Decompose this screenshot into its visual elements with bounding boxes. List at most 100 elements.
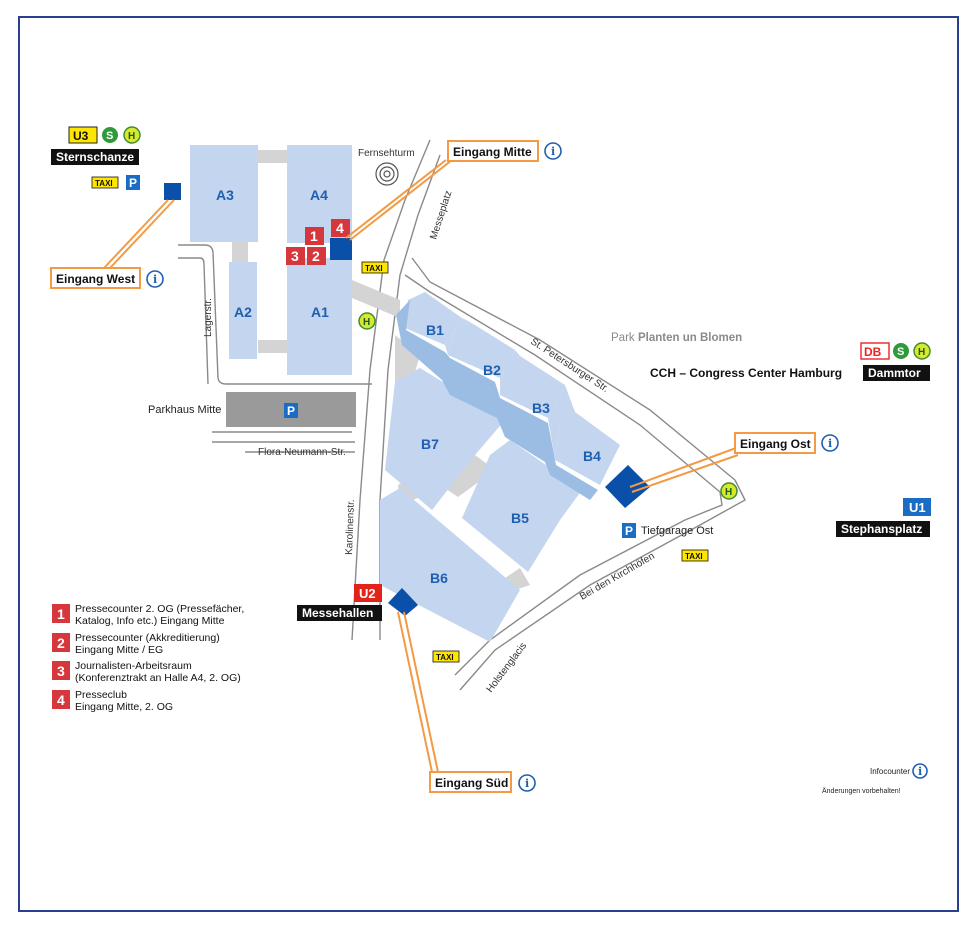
station-sternschanze: U3 S H Sternschanze — [51, 126, 141, 165]
park-name: Planten un Blomen — [638, 332, 742, 344]
entrance-ost-label: Eingang Ost — [740, 437, 811, 451]
hall-a1 — [287, 258, 352, 375]
svg-text:4: 4 — [57, 692, 65, 708]
entrance-callouts: Eingang Mitte i Eingang West i Eingang O… — [50, 140, 839, 793]
svg-text:S: S — [106, 130, 113, 142]
entrance-sued-label: Eingang Süd — [435, 776, 508, 790]
street-karolinenstr: Karolinenstr. — [344, 499, 357, 555]
svg-text:H: H — [918, 347, 925, 358]
messehallen-label: Messehallen — [302, 606, 373, 620]
entrance-ost-block — [605, 465, 650, 508]
footer-notes: Infocounter i Änderungen vorbehalten! — [822, 763, 928, 795]
hall-a2 — [229, 262, 257, 359]
station-messehallen: U2 Messehallen — [297, 584, 382, 621]
press-marker-2: 2 — [312, 248, 320, 264]
press-marker-4: 4 — [336, 220, 344, 236]
disclaimer: Änderungen vorbehalten! — [822, 787, 901, 795]
hall-label-a1: A1 — [311, 304, 329, 320]
hall-label-a2: A2 — [234, 304, 252, 320]
legend-item-2: 2 Pressecounter (Akkreditierung) Eingang… — [52, 632, 220, 656]
cch-label: CCH – Congress Center Hamburg — [650, 366, 842, 380]
street-lagerstr: Lagerstr. — [203, 298, 214, 337]
entrance-mitte-info-icon: i — [551, 145, 555, 158]
svg-text:2: 2 — [57, 635, 65, 651]
svg-text:TAXI: TAXI — [365, 264, 383, 273]
svg-text:Eingang Mitte / EG: Eingang Mitte / EG — [75, 644, 163, 656]
svg-text:S: S — [897, 346, 904, 358]
svg-text:1: 1 — [57, 606, 65, 622]
svg-text:TAXI: TAXI — [95, 179, 113, 188]
hall-label-a4: A4 — [310, 187, 328, 203]
hall-label-b3: B3 — [532, 400, 550, 416]
svg-text:H: H — [363, 317, 370, 328]
bus-stops: H H — [358, 312, 738, 500]
park-prefix: Park — [611, 332, 635, 344]
entrance-sued-block — [388, 588, 418, 616]
entrance-west-info-icon: i — [153, 273, 157, 286]
hall-label-a3: A3 — [216, 187, 234, 203]
svg-text:(Konferenztrakt an Halle A4, 2: (Konferenztrakt an Halle A4, 2. OG) — [75, 672, 241, 684]
infocounter-icon: i — [918, 765, 922, 778]
sternschanze-label: Sternschanze — [56, 150, 134, 164]
svg-text:H: H — [128, 131, 135, 142]
dammtor-label: Dammtor — [868, 366, 921, 380]
stephansplatz-label: Stephansplatz — [841, 522, 922, 536]
svg-text:Presseclub: Presseclub — [75, 689, 127, 701]
street-messeplatz: Messeplatz — [428, 189, 454, 241]
svg-text:H: H — [725, 487, 732, 498]
svg-text:Journalisten-Arbeitsraum: Journalisten-Arbeitsraum — [75, 660, 192, 672]
station-stephansplatz: U1 Stephansplatz — [836, 498, 931, 537]
entrance-west-label: Eingang West — [56, 272, 135, 286]
press-legend: 1 Pressecounter 2. OG (Pressefächer, Kat… — [52, 603, 244, 713]
svg-text:Pressecounter 2. OG (Pressefäc: Pressecounter 2. OG (Pressefächer, — [75, 603, 244, 615]
entrance-mitte-label: Eingang Mitte — [453, 145, 532, 159]
hall-label-b2: B2 — [483, 362, 501, 378]
hall-b1 — [405, 292, 462, 345]
svg-text:DB: DB — [864, 345, 882, 359]
tiefgarage-ost: P Tiefgarage Ost — [622, 523, 713, 538]
press-marker-1: 1 — [310, 228, 318, 244]
taxi-signs: TAXI TAXI TAXI TAXI — [91, 176, 709, 663]
halls-a — [190, 145, 352, 375]
svg-text:3: 3 — [57, 663, 65, 679]
svg-text:U3: U3 — [73, 129, 89, 143]
legend-item-4: 4 Presseclub Eingang Mitte, 2. OG — [52, 689, 173, 713]
hall-label-b5: B5 — [511, 510, 529, 526]
svg-text:P: P — [129, 176, 137, 190]
svg-text:P: P — [625, 524, 633, 538]
parkhaus-parking-sign: P — [284, 403, 298, 418]
entrance-blocks — [164, 183, 650, 616]
legend-item-1: 1 Pressecounter 2. OG (Pressefächer, Kat… — [52, 603, 244, 627]
hall-a3 — [190, 145, 258, 242]
street-bei-den-kirchhoefen: Bei den Kirchhöfen — [578, 551, 657, 603]
halls-b — [380, 292, 620, 642]
hall-labels: A3 A4 A2 A1 B1 B2 B3 B4 B7 B5 B6 — [216, 187, 601, 586]
hall-label-b4: B4 — [583, 448, 601, 464]
svg-text:U1: U1 — [909, 500, 926, 515]
entrance-mitte-block — [330, 238, 352, 260]
street-holstenglacis: Holstenglacis — [485, 641, 530, 695]
hall-b6 — [380, 488, 520, 642]
entrance-ost-info-icon: i — [828, 437, 832, 450]
hall-b4 — [555, 412, 620, 485]
fernsehturm-label: Fernsehturm — [358, 148, 415, 159]
svg-text:TAXI: TAXI — [436, 653, 454, 662]
legend-item-3: 3 Journalisten-Arbeitsraum (Konferenztra… — [52, 660, 241, 684]
svg-text:Katalog, Info etc.) Eingang Mi: Katalog, Info etc.) Eingang Mitte — [75, 615, 225, 627]
fernsehturm-symbol — [375, 162, 399, 186]
hall-label-b6: B6 — [430, 570, 448, 586]
svg-text:Pressecounter (Akkreditierung): Pressecounter (Akkreditierung) — [75, 632, 220, 644]
entrance-sued-info-icon: i — [525, 777, 529, 790]
map-frame — [18, 16, 959, 912]
svg-text:TAXI: TAXI — [685, 552, 703, 561]
sternschanze-parking-sign: P — [126, 175, 140, 190]
tiefgarage-ost-label: Tiefgarage Ost — [641, 525, 713, 537]
press-marker-3: 3 — [291, 248, 299, 264]
press-markers: 1 4 3 2 — [286, 219, 350, 265]
hall-label-b1: B1 — [426, 322, 444, 338]
parkhaus-mitte-label: Parkhaus Mitte — [148, 404, 221, 416]
hall-b2 — [448, 322, 515, 378]
hall-label-b7: B7 — [421, 436, 439, 452]
svg-text:Eingang Mitte, 2. OG: Eingang Mitte, 2. OG — [75, 701, 173, 713]
